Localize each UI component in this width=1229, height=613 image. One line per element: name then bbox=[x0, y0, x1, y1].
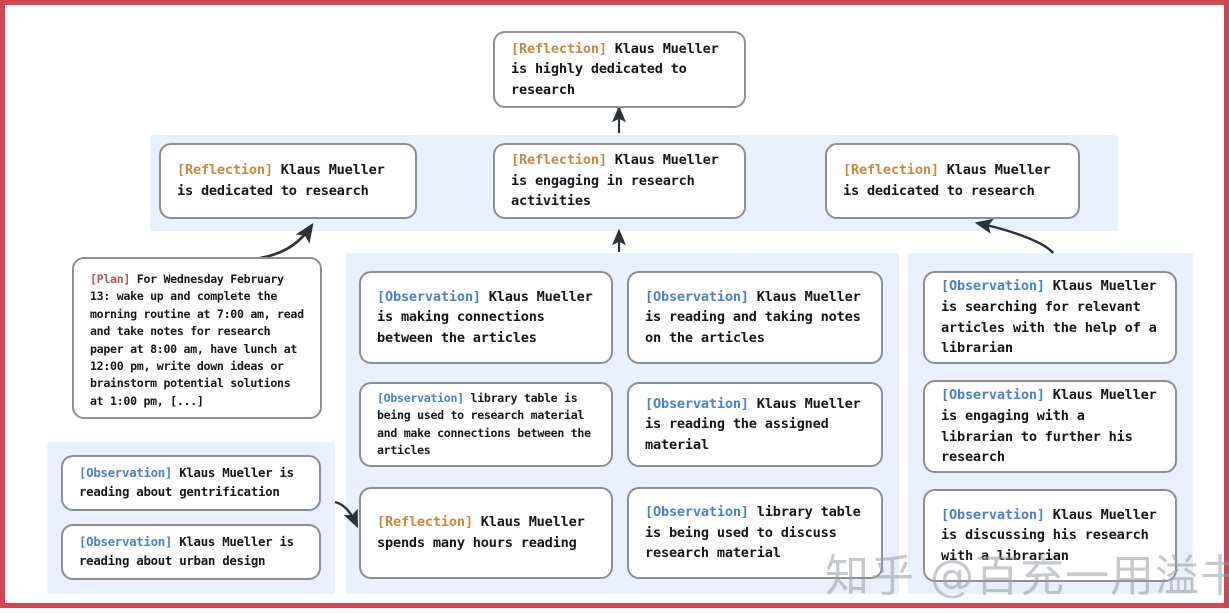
node-body: library table is being used to research … bbox=[377, 390, 598, 457]
tag-observation: [Observation] bbox=[941, 387, 1045, 404]
node-root-reflection[interactable]: [Reflection] Klaus Mueller is highly ded… bbox=[493, 31, 746, 108]
node-text: [Observation] Klaus Mueller is reading t… bbox=[645, 394, 869, 456]
diagram-canvas: [Reflection] Klaus Mueller is highly ded… bbox=[5, 5, 1229, 603]
node-text: [Plan] For Wednesday February 13: wake u… bbox=[90, 271, 308, 410]
node-text: [Observation] Klaus Mueller is searching… bbox=[941, 276, 1163, 359]
node-observation-mid2-3[interactable]: [Observation] library table is being use… bbox=[627, 487, 883, 579]
node-body: Klaus Mueller is engaging with a librari… bbox=[941, 387, 1165, 466]
node-observation-mid2-2[interactable]: [Observation] Klaus Mueller is reading t… bbox=[627, 382, 883, 467]
node-text: [Reflection] Klaus Mueller is dedicated … bbox=[177, 160, 403, 201]
node-text: [Observation] Klaus Mueller is reading a… bbox=[79, 464, 307, 501]
tag-reflection: [Reflection] bbox=[377, 514, 473, 531]
node-text: [Reflection] Klaus Mueller spends many h… bbox=[377, 512, 599, 553]
node-body: Klaus Mueller is discussing his research… bbox=[941, 506, 1165, 564]
node-reflection-mid1-3[interactable]: [Reflection] Klaus Mueller spends many h… bbox=[359, 487, 613, 579]
node-text: [Observation] Klaus Mueller is discussin… bbox=[941, 505, 1163, 567]
node-body: library table is being used to discuss r… bbox=[645, 504, 869, 562]
node-body: Klaus Mueller is searching for relevant … bbox=[941, 278, 1165, 357]
node-reflection-left[interactable]: [Reflection] Klaus Mueller is dedicated … bbox=[159, 143, 417, 219]
node-text: [Observation] Klaus Mueller is making co… bbox=[377, 287, 599, 349]
node-body: Klaus Mueller is engaging in research ac… bbox=[511, 152, 727, 210]
node-observation-left-1[interactable]: [Observation] Klaus Mueller is reading a… bbox=[61, 455, 321, 511]
node-text: [Reflection] Klaus Mueller is highly ded… bbox=[511, 39, 732, 101]
node-text: [Reflection] Klaus Mueller is engaging i… bbox=[511, 150, 732, 212]
node-text: [Observation] library table is being use… bbox=[645, 502, 869, 564]
tag-observation: [Observation] bbox=[941, 506, 1045, 523]
tag-reflection: [Reflection] bbox=[843, 162, 939, 179]
tag-observation: [Observation] bbox=[645, 395, 749, 412]
node-text: [Observation] library table is being use… bbox=[377, 390, 599, 460]
node-reflection-right[interactable]: [Reflection] Klaus Mueller is dedicated … bbox=[825, 143, 1080, 219]
node-body: Klaus Mueller is reading about urban des… bbox=[79, 534, 301, 568]
node-observation-right-2[interactable]: [Observation] Klaus Mueller is engaging … bbox=[923, 380, 1177, 473]
node-observation-mid1-2[interactable]: [Observation] library table is being use… bbox=[359, 382, 613, 467]
node-plan[interactable]: [Plan] For Wednesday February 13: wake u… bbox=[72, 257, 322, 419]
tag-plan: [Plan] bbox=[90, 272, 131, 286]
node-body: Klaus Mueller is reading and taking note… bbox=[645, 288, 869, 346]
node-body: Klaus Mueller is making connections betw… bbox=[377, 288, 601, 346]
node-text: [Observation] Klaus Mueller is reading a… bbox=[645, 287, 869, 349]
node-body: Klaus Mueller spends many hours reading bbox=[377, 514, 593, 551]
tag-observation: [Observation] bbox=[79, 534, 173, 550]
tag-reflection: [Reflection] bbox=[177, 162, 273, 179]
tag-reflection: [Reflection] bbox=[511, 40, 607, 57]
node-observation-mid2-1[interactable]: [Observation] Klaus Mueller is reading a… bbox=[627, 271, 883, 364]
tag-observation: [Observation] bbox=[941, 278, 1045, 295]
tag-observation: [Observation] bbox=[645, 288, 749, 305]
tag-reflection: [Reflection] bbox=[511, 152, 607, 169]
tag-observation: [Observation] bbox=[377, 390, 464, 405]
node-observation-mid1-1[interactable]: [Observation] Klaus Mueller is making co… bbox=[359, 271, 613, 364]
node-body: Klaus Mueller is reading the assigned ma… bbox=[645, 395, 869, 453]
node-body: Klaus Mueller is highly dedicated to res… bbox=[511, 40, 727, 98]
node-observation-right-1[interactable]: [Observation] Klaus Mueller is searching… bbox=[923, 271, 1177, 364]
node-text: [Reflection] Klaus Mueller is dedicated … bbox=[843, 160, 1066, 201]
node-reflection-mid[interactable]: [Reflection] Klaus Mueller is engaging i… bbox=[493, 143, 746, 219]
node-observation-left-2[interactable]: [Observation] Klaus Mueller is reading a… bbox=[61, 524, 321, 580]
node-body: Klaus Mueller is dedicated to research bbox=[177, 162, 393, 199]
node-body: Klaus Mueller is reading about gentrific… bbox=[79, 465, 301, 499]
tag-observation: [Observation] bbox=[79, 465, 173, 481]
node-body: For Wednesday February 13: wake up and c… bbox=[90, 272, 311, 408]
node-body: Klaus Mueller is dedicated to research bbox=[843, 162, 1059, 199]
node-text: [Observation] Klaus Mueller is reading a… bbox=[79, 533, 307, 570]
tag-observation: [Observation] bbox=[377, 288, 481, 305]
node-text: [Observation] Klaus Mueller is engaging … bbox=[941, 385, 1163, 468]
node-observation-right-3[interactable]: [Observation] Klaus Mueller is discussin… bbox=[923, 489, 1177, 582]
tag-observation: [Observation] bbox=[645, 504, 749, 521]
